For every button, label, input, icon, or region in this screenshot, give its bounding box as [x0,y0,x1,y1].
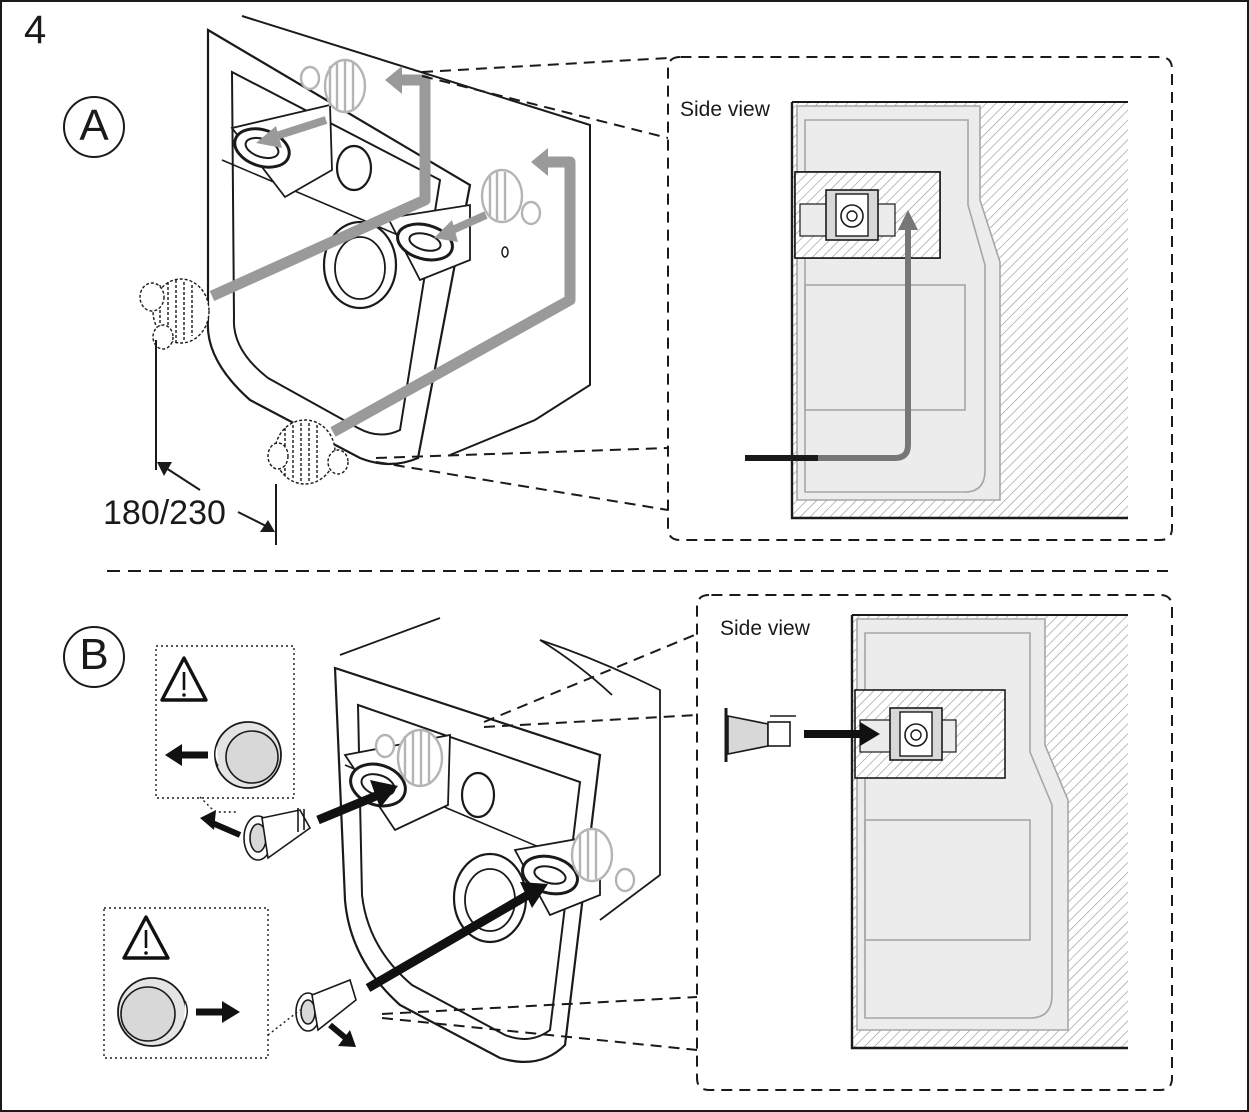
step-b-side-view-label: Side view [720,617,810,640]
step-b-side-view-detail [696,594,1173,1091]
step-a-side-view-label: Side view [680,98,770,121]
step-number: 4 [24,8,47,52]
step-b-marker: B [79,630,109,679]
warning-icon [122,915,170,960]
warning-icon [160,656,208,702]
step-b-illustration [103,617,698,1063]
step-a-marker-circle [63,96,125,158]
step-a-marker: A [79,101,109,150]
step-a-side-view-detail [667,56,1173,541]
step-b-marker-circle [63,626,125,688]
step-a-illustration [139,15,669,545]
distance-dimension-label: 180/230 [103,494,226,532]
